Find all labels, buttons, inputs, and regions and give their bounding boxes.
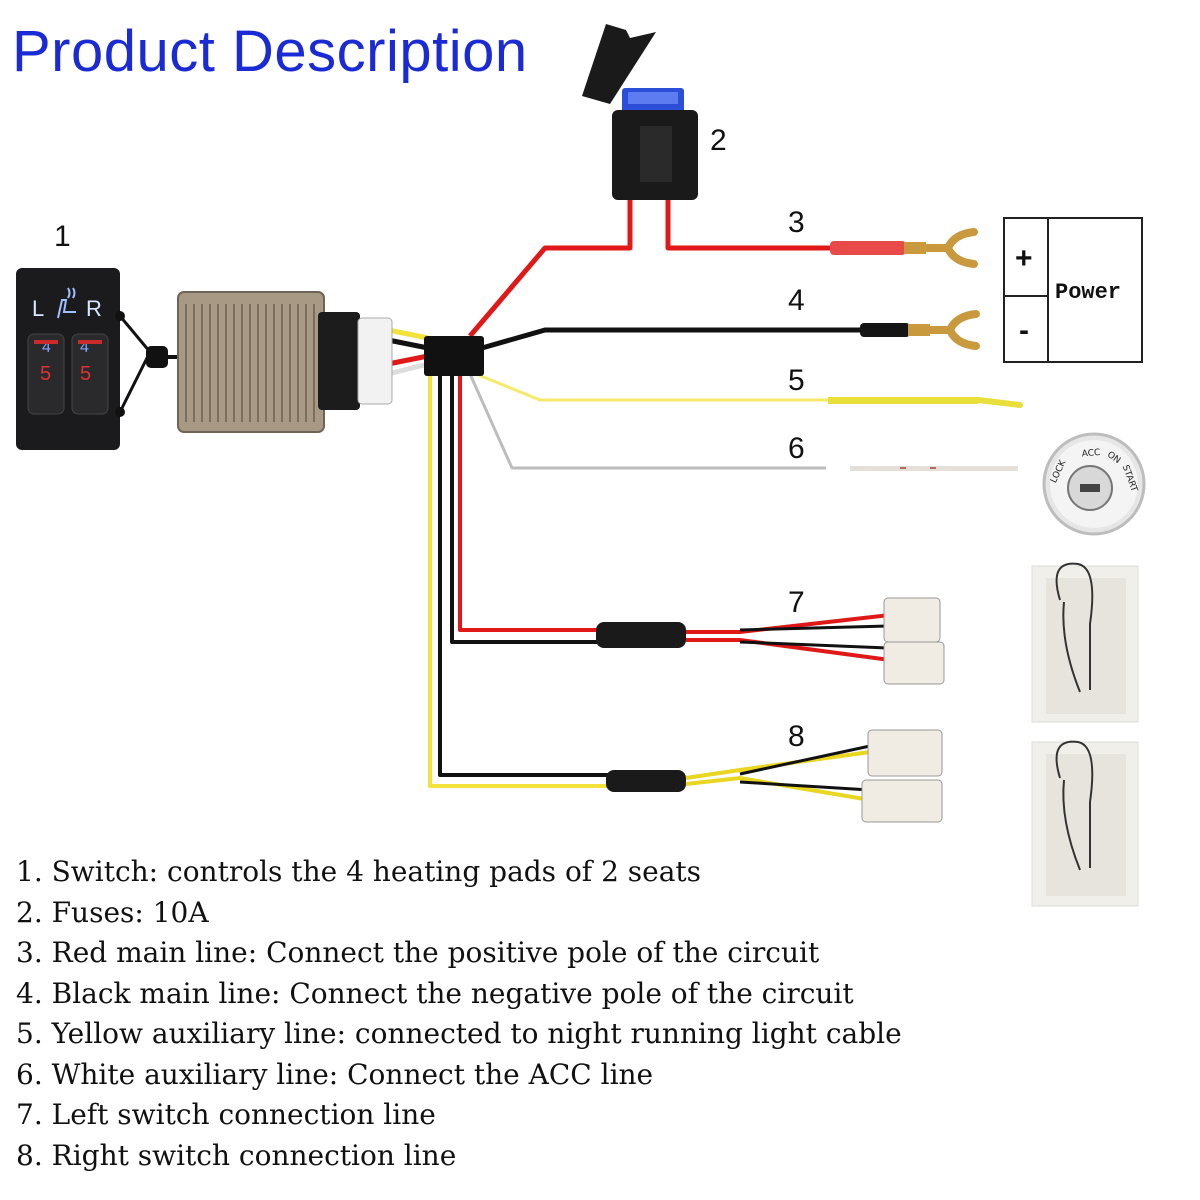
switch-right-level-low: 5 — [80, 363, 91, 385]
label-4: 4 — [788, 284, 805, 317]
heating-switch[interactable]: L R 4 4 5 5 — [16, 268, 120, 450]
wire-right-black — [438, 370, 610, 777]
ignition-switch-icon: LOCK ACC ON START — [1042, 432, 1146, 536]
bundle-wire-red — [387, 353, 429, 367]
wire-junction-block — [424, 336, 484, 376]
left-switch-connector — [596, 597, 945, 685]
switch-right-label: R — [86, 296, 102, 321]
wire-white-aux — [468, 373, 826, 470]
switch-right-level-high: 4 — [80, 339, 89, 356]
legend-item: 7. Left switch connection line — [16, 1098, 436, 1131]
wire-6-end — [850, 466, 1018, 471]
switch-left-level-low: 5 — [40, 363, 51, 385]
legend-item: 1. Switch: controls the 4 heating pads o… — [16, 855, 702, 888]
terminal-negative — [860, 310, 980, 350]
page-title: Product Description — [12, 19, 528, 84]
switch-left-label: L — [32, 296, 44, 321]
power-label: Power — [1055, 280, 1121, 305]
bundle-wire-black — [387, 337, 429, 351]
label-8: 8 — [788, 720, 805, 753]
power-plus-label: + — [1015, 242, 1033, 275]
seat-heat-icon — [57, 287, 76, 319]
ignition-acc-label: ACC — [1081, 448, 1100, 460]
controller-module — [177, 291, 393, 433]
bundle-wire-yellow — [387, 327, 429, 341]
wire-red-main — [665, 200, 830, 251]
legend-item: 8. Right switch connection line — [16, 1138, 457, 1172]
label-6: 6 — [788, 432, 805, 465]
power-minus-label: - — [1019, 314, 1029, 347]
legend-item: 5. Yellow auxiliary line: connected to n… — [16, 1017, 902, 1050]
right-switch-connector — [606, 729, 943, 823]
legend-item: 2. Fuses: 10A — [16, 895, 209, 929]
switch-cable — [115, 311, 182, 417]
label-7: 7 — [788, 586, 805, 619]
heating-pad-top — [1031, 562, 1139, 723]
label-3: 3 — [788, 206, 805, 239]
legend-list: 1. Switch: controls the 4 heating pads o… — [16, 852, 902, 1176]
fuse-holder — [582, 24, 698, 200]
legend-item: 3. Red main line: Connect the positive p… — [16, 936, 820, 969]
label-1: 1 — [54, 220, 71, 253]
label-5: 5 — [788, 364, 805, 397]
wire-black-main — [481, 327, 860, 351]
wire-right-yellow — [428, 370, 610, 788]
wire-red-to-fuse — [468, 200, 633, 338]
label-2: 2 — [710, 124, 727, 157]
legend-item: 6. White auxiliary line: Connect the ACC… — [16, 1057, 654, 1091]
power-box: + - Power — [1003, 217, 1143, 363]
legend-item: 4. Black main line: Connect the negative… — [16, 976, 854, 1010]
terminal-positive — [830, 228, 978, 268]
heating-pad-bottom — [1031, 740, 1139, 907]
switch-left-level-high: 4 — [42, 339, 51, 356]
wire-5-end — [828, 397, 1023, 408]
wires — [387, 200, 860, 788]
wire-yellow-aux — [475, 372, 828, 402]
bundle-wire-white — [387, 361, 429, 377]
wire-left-red — [458, 370, 600, 632]
wire-left-black — [450, 370, 600, 644]
